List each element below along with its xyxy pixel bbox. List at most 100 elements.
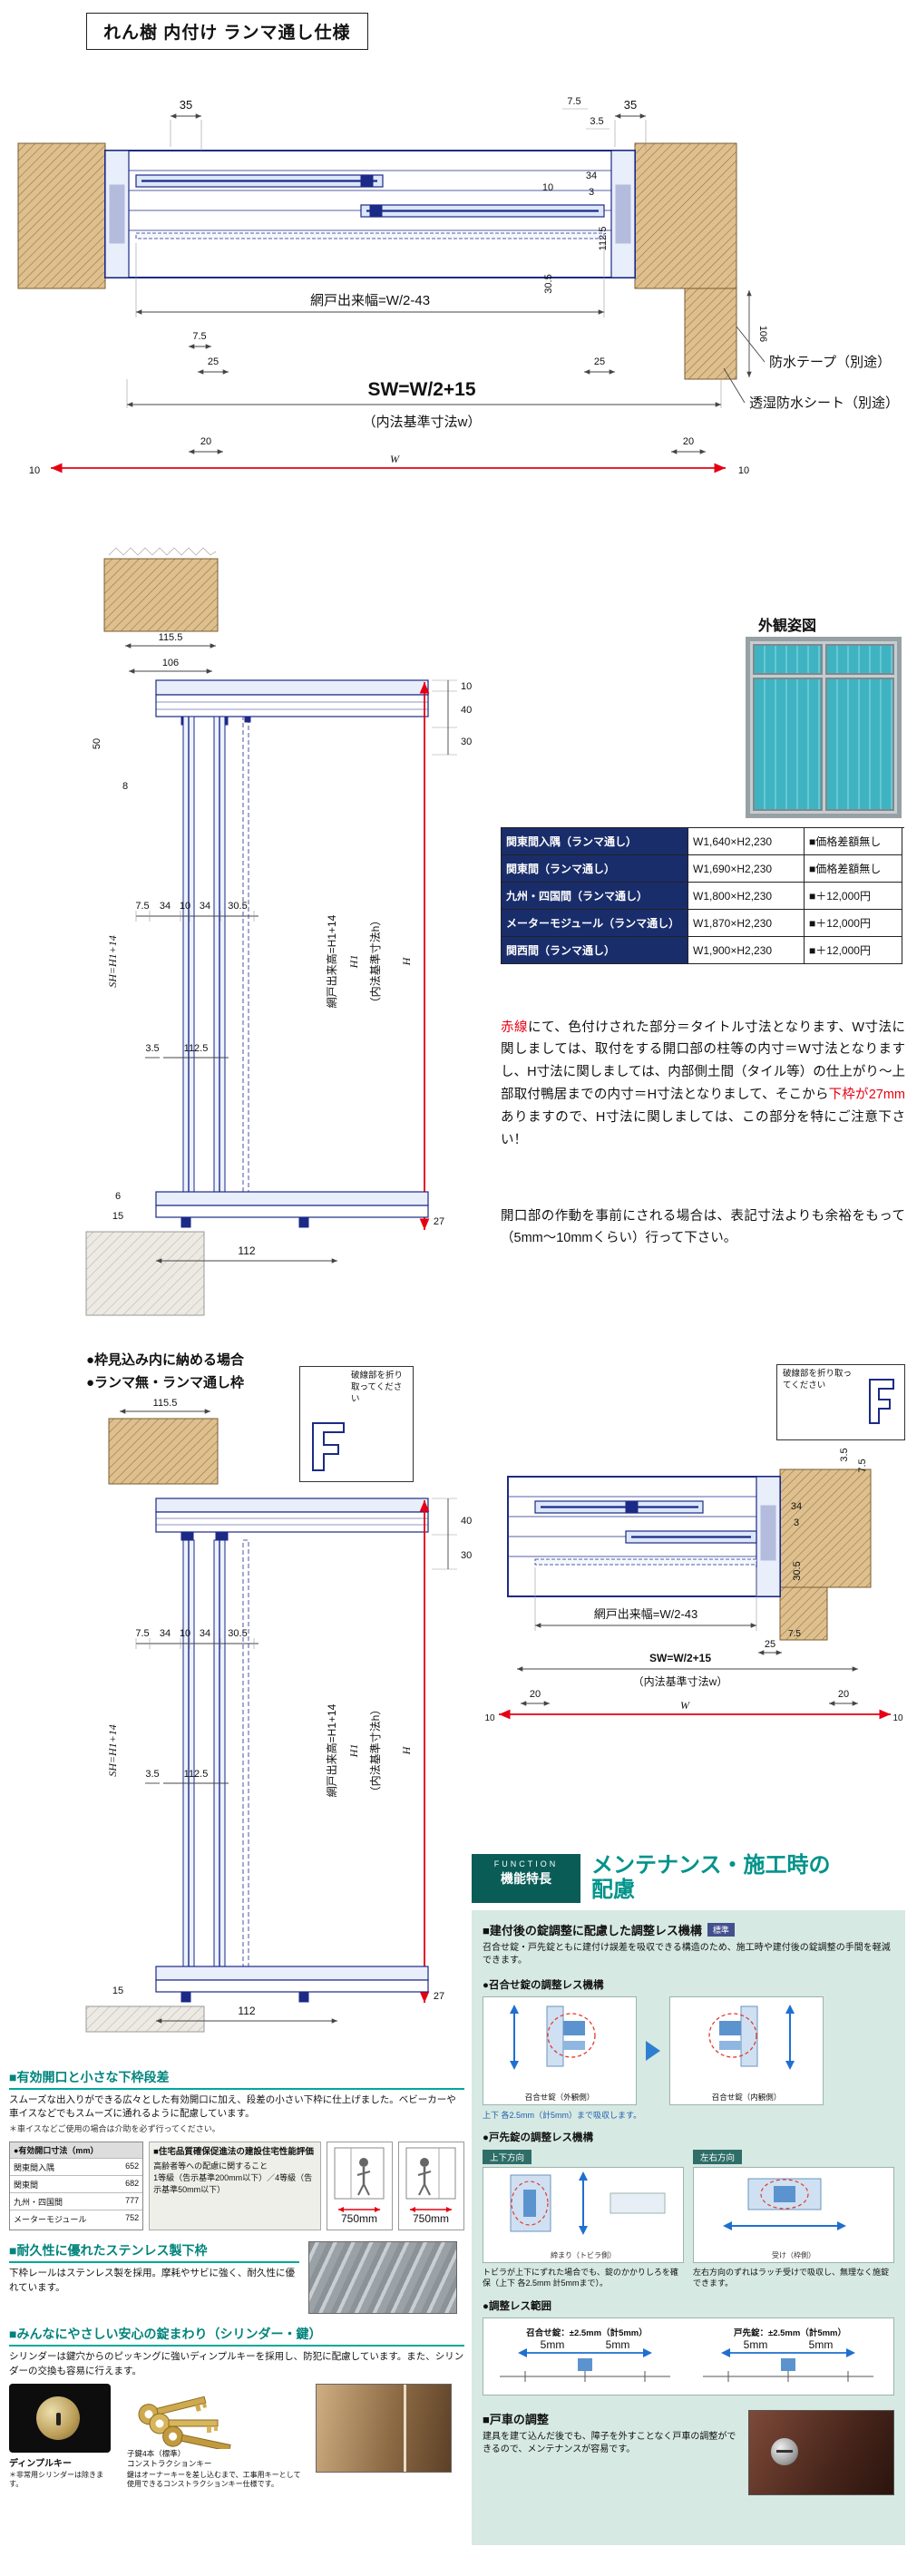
- svg-text:34: 34: [200, 901, 210, 912]
- svg-text:40: 40: [461, 705, 472, 716]
- profile-glyph: [312, 1422, 345, 1471]
- flow-arrow-icon: [646, 2040, 660, 2061]
- dimension-remarks: 赤線にて、色付けされた部分＝タイトル寸法となります、W寸法に関しましては、取付を…: [501, 1020, 905, 1148]
- svg-text:網戸出来高=H1+14: 網戸出来高=H1+14: [325, 914, 338, 1008]
- svg-text:5mm: 5mm: [744, 2338, 768, 2351]
- range-figure-edge: 戸先錠：±2.5mm（計5mm） 5mm 5mm: [692, 2326, 888, 2387]
- glass-panel: [753, 678, 823, 811]
- sliding-panels: [753, 678, 894, 811]
- lock-mechanism-figure: [708, 2004, 795, 2070]
- vertical-adjust-column: 上下方向 締まり（トビラ側） トビラが上下にずれた: [483, 2149, 684, 2289]
- svg-text:35: 35: [624, 98, 637, 112]
- lock-diagram-exterior: 召合せ錠（外観側）: [483, 1995, 637, 2105]
- svg-text:網戸出来高=H1+14: 網戸出来高=H1+14: [325, 1703, 338, 1797]
- vertical-section2-svg: 115.5 40 30 7.5: [85, 1398, 472, 2033]
- right-dim-chain: 40 30: [432, 1498, 472, 1570]
- head-frame: [155, 1498, 429, 1541]
- performance-evaluation-box: ■住宅品質確保促進法の建設住宅性能評価 高齢者等への配慮に関すること 1等級（告…: [149, 2142, 321, 2231]
- svg-text:115.5: 115.5: [159, 632, 183, 643]
- svg-text:112.5: 112.5: [598, 227, 609, 251]
- rail-photo: [308, 2241, 457, 2315]
- ground-hatch: [85, 2005, 205, 2033]
- glass-panel: [824, 678, 894, 811]
- svg-text:（内法基準寸法w）: （内法基準寸法w）: [633, 1674, 728, 1688]
- svg-text:30: 30: [461, 737, 472, 747]
- svg-text:5mm: 5mm: [606, 2338, 630, 2351]
- wall-section: [103, 558, 219, 632]
- stainless-feature: ■耐久性に優れたステンレス製下枠 下枠レールはステンレス製を採用。摩耗やサビに強…: [9, 2241, 464, 2315]
- svg-text:20: 20: [683, 436, 694, 447]
- svg-text:30.5: 30.5: [228, 1628, 247, 1639]
- appearance-window: [746, 637, 902, 818]
- svg-text:30.5: 30.5: [228, 901, 247, 912]
- range-figure-meeting: 召合せ錠：±2.5mm（計5mm） 5mm 5mm: [489, 2326, 685, 2387]
- lock-diagram-interior: 召合せ錠（内観側）: [669, 1995, 824, 2105]
- feature-title-opening: ■有効開口と小さな下枠段差: [9, 2068, 464, 2090]
- head-frame: [155, 679, 429, 726]
- table-row: 関東間（ランマ通し） W1,690×H2,230 ■価格差額無し: [502, 855, 904, 883]
- svg-text:3.5: 3.5: [839, 1448, 850, 1461]
- svg-text:112.5: 112.5: [184, 1043, 209, 1054]
- svg-text:5mm: 5mm: [809, 2338, 834, 2351]
- svg-text:34: 34: [160, 901, 171, 912]
- svg-text:20: 20: [200, 436, 211, 447]
- appearance-title: 外観姿図: [758, 619, 817, 634]
- meeting-lock-label: ●召合せ錠の調整レス機構: [483, 1979, 604, 1991]
- svg-text:網戸出来幅=W/2-43: 網戸出来幅=W/2-43: [594, 1607, 698, 1621]
- svg-text:7.5: 7.5: [135, 1628, 149, 1639]
- feature-body: スムーズな出入りができる広々とした有効開口に加え、段差の小さい下枠に仕上げました…: [9, 2094, 456, 2120]
- svg-text:40: 40: [461, 1516, 472, 1527]
- maintenance-header: FUNCTION 機能特長 メンテナンス・施工時の 配慮: [472, 1853, 905, 1903]
- door-lock-photo: [316, 2383, 452, 2473]
- plan-section2-svg: 3.5 7.5 34 3 30.5 網戸出来幅=W/2-43 7.5 25 SW…: [484, 1448, 903, 1723]
- mid-dims: 7.5 34 10 34 30.5 3.5 112.5: [135, 1628, 258, 1784]
- svg-text:27: 27: [434, 1216, 444, 1227]
- svg-text:30.5: 30.5: [792, 1561, 803, 1580]
- svg-text:30.5: 30.5: [543, 274, 554, 293]
- sash-sections: [182, 1539, 249, 1967]
- break-off-note-box: 破線部を折り取ってください: [776, 1364, 905, 1440]
- screw-slot: [775, 2449, 793, 2453]
- wall-dims: 115.5 106: [125, 632, 216, 674]
- maintenance-panel: FUNCTION 機能特長 メンテナンス・施工時の 配慮 ■建付後の錠調整に配慮…: [472, 1853, 905, 2545]
- plan-section-svg: 35 35 7.5 3.5 34 3 112.5 10 30.5 106 網戸出…: [17, 96, 899, 476]
- svg-text:15: 15: [112, 1211, 123, 1222]
- frame-plan-drawing: [507, 1476, 781, 1597]
- svg-text:106: 106: [757, 326, 768, 342]
- svg-text:34: 34: [791, 1501, 802, 1512]
- svg-text:6: 6: [115, 1191, 121, 1202]
- svg-text:3: 3: [589, 187, 594, 198]
- svg-text:34: 34: [160, 1628, 171, 1639]
- svg-text:H: H: [400, 1745, 413, 1755]
- vertical-adjust-figure: [510, 2171, 666, 2235]
- svg-text:35: 35: [180, 98, 192, 112]
- standard-badge: 標準: [707, 1922, 735, 1937]
- features-column: ■有効開口と小さな下枠段差 スムーズな出入りができる広々とした有効開口に加え、段…: [9, 2068, 465, 2490]
- svg-text:透湿防水シート（別途）: 透湿防水シート（別途）: [749, 395, 899, 411]
- svg-text:27: 27: [434, 1991, 444, 2002]
- break-off-note-box: 破線部を折り取ってください: [299, 1366, 414, 1482]
- wall-right: [779, 1469, 872, 1641]
- svg-text:25: 25: [765, 1639, 775, 1650]
- svg-text:SW=W/2+15: SW=W/2+15: [649, 1652, 711, 1664]
- svg-text:7.5: 7.5: [135, 901, 149, 912]
- svg-text:25: 25: [208, 356, 219, 367]
- svg-text:3.5: 3.5: [590, 116, 603, 127]
- horizontal-adjust-column: 左右方向 受け（枠側） 左右方向のずれはラッチ受けで吸収し、無理なく施錠できます: [693, 2149, 894, 2289]
- svg-text:8: 8: [122, 781, 128, 792]
- table-row: メーターモジュール（ランマ通し） W1,870×H2,230 ■＋12,000円: [502, 910, 904, 937]
- svg-text:10: 10: [180, 901, 190, 912]
- height-labels: SH=H1+14 網戸出来高=H1+14 H1 （内法基準寸法h） H: [106, 682, 430, 1230]
- svg-text:H: H: [400, 956, 413, 966]
- svg-text:10: 10: [738, 465, 749, 476]
- wall-left: [17, 142, 106, 289]
- bullet-line: ●ランマ無・ランマ通し枠: [86, 1374, 245, 1390]
- ranma-pane: [753, 644, 823, 675]
- svg-text:防水テープ（別途）: 防水テープ（別途）: [769, 355, 891, 370]
- sash-sections: [182, 716, 249, 1193]
- feature-note: ＊車イスなどご使用の場合は介助を必ず行ってください。: [9, 2124, 220, 2134]
- wall-section: [108, 1418, 219, 1485]
